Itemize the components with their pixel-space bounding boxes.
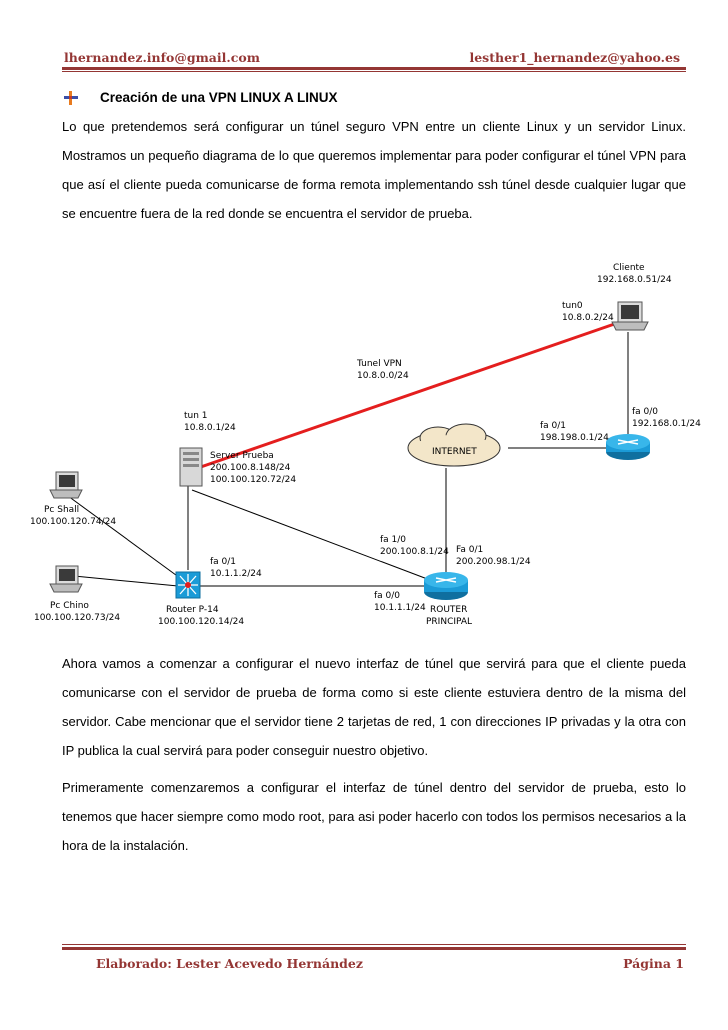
label-main-fa01: Fa 0/1 — [456, 545, 483, 555]
label-pcchino-name: Pc Chino — [50, 601, 89, 611]
label-p14-name: Router P-14 — [166, 605, 219, 615]
label-r2-fa01-ip: 198.198.0.1/24 — [540, 433, 609, 443]
label-tun0-ip: 10.8.0.2/24 — [562, 313, 614, 323]
footer-page-number: Página 1 — [623, 956, 684, 971]
label-pcchino-ip: 100.100.120.73/24 — [34, 613, 120, 623]
footer-rule-thin — [62, 944, 686, 945]
network-diagram: Cliente 192.168.0.51/24 tun0 10.8.0.2/24… — [30, 263, 701, 627]
label-main-name1: ROUTER — [430, 605, 467, 615]
label-tunel-name: Tunel VPN — [356, 359, 402, 369]
label-tun1-name: tun 1 — [184, 411, 208, 421]
label-server-ip2: 100.100.120.72/24 — [210, 475, 296, 485]
label-main-fa10-ip: 200.100.8.1/24 — [380, 547, 449, 557]
label-r2-fa01: fa 0/1 — [540, 421, 566, 431]
label-p14-ip: 100.100.120.14/24 — [158, 617, 244, 627]
label-cliente-name: Cliente — [613, 263, 645, 273]
link-pcchino-p14 — [73, 575, 179, 587]
paragraph-interface: Ahora vamos a comenzar a configurar el n… — [62, 656, 686, 758]
link-server-mainrouter — [191, 489, 431, 581]
vpn-tunnel-link — [191, 318, 627, 472]
internet-cloud-icon — [407, 423, 501, 467]
bullet-arrow-icon — [64, 90, 78, 105]
label-server-ip1: 200.100.8.148/24 — [210, 463, 291, 473]
label-internet: INTERNET — [432, 447, 477, 457]
router-p14-icon — [175, 571, 201, 599]
label-tun0-name: tun0 — [562, 301, 583, 311]
paragraph-intro: Lo que pretendemos será configurar un tú… — [62, 119, 686, 221]
label-tun1-ip: 10.8.0.1/24 — [184, 423, 236, 433]
header-rule — [62, 67, 686, 70]
footer-rule — [62, 947, 686, 950]
header-email-right: lesther1_hernandez@yahoo.es — [469, 50, 680, 65]
client-laptop-icon — [611, 301, 649, 331]
pc-chino-icon — [49, 565, 83, 593]
label-main-name2: PRINCIPAL — [426, 617, 472, 627]
label-p14-fa01: fa 0/1 — [210, 557, 236, 567]
paragraph-root: Primeramente comenzaremos a configurar e… — [62, 780, 686, 853]
label-r2-fa00-ip: 192.168.0.1/24 — [632, 419, 701, 429]
header-email-left: lhernandez.info@gmail.com — [64, 50, 260, 65]
link-pcshall-p14 — [67, 495, 181, 579]
label-r2-fa00: fa 0/0 — [632, 407, 658, 417]
label-main-fa10: fa 1/0 — [380, 535, 406, 545]
router-principal-icon — [424, 572, 468, 600]
router-right-icon — [606, 434, 650, 460]
header-rule-thin — [62, 71, 686, 72]
label-main-fa00: fa 0/0 — [374, 591, 400, 601]
label-main-fa00-ip: 10.1.1.1/24 — [374, 603, 426, 613]
footer-author: Elaborado: Lester Acevedo Hernández — [96, 956, 363, 971]
section-title-row: Creación de una VPN LINUX A LINUX — [64, 90, 338, 105]
label-p14-fa01-ip: 10.1.1.2/24 — [210, 569, 262, 579]
server-tower-icon — [179, 447, 203, 487]
label-pcshall-ip: 100.100.120.74/24 — [30, 517, 116, 527]
label-pcshall-name: Pc Shall — [44, 505, 79, 515]
label-tunel-net: 10.8.0.0/24 — [357, 371, 409, 381]
label-server-name: Server Prueba — [210, 451, 274, 461]
label-cliente-ip: 192.168.0.51/24 — [597, 275, 672, 285]
page-title: Creación de una VPN LINUX A LINUX — [100, 90, 338, 105]
label-main-fa01-ip: 200.200.98.1/24 — [456, 557, 531, 567]
pc-shall-icon — [49, 471, 83, 499]
